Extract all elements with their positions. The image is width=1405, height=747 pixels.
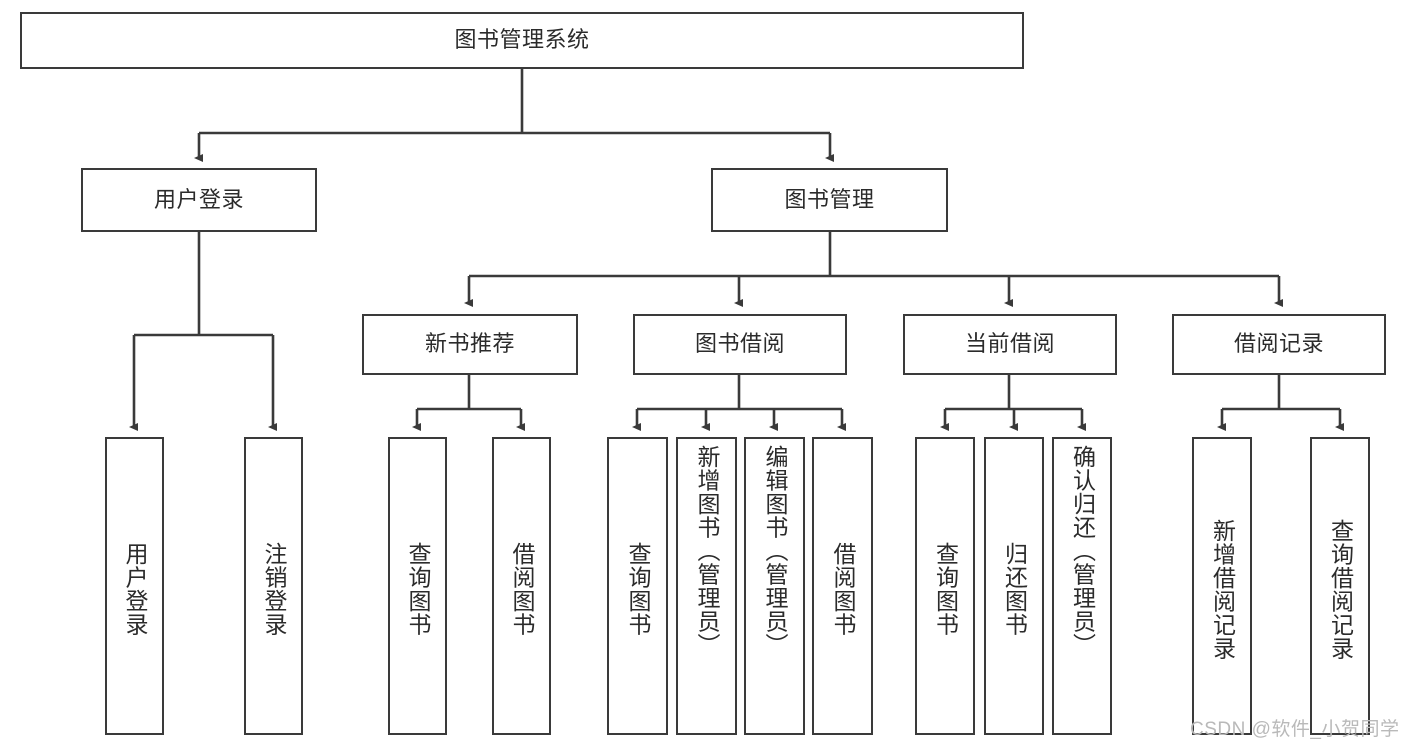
node-label: 新增借阅记录	[1209, 518, 1236, 660]
leaf-book-borrow-query-book[interactable]: 查询图书	[607, 437, 668, 735]
node-book-management[interactable]: 图书管理	[711, 168, 948, 232]
leaf-current-borrow-return-book[interactable]: 归还图书	[984, 437, 1044, 735]
node-label: 注销登录	[261, 542, 288, 636]
node-label: 图书管理系统	[454, 27, 590, 53]
node-label: 查询图书	[625, 542, 652, 636]
node-label: 查询图书	[405, 542, 432, 636]
node-label: 编辑图书（管理员）	[762, 445, 789, 657]
node-label: 借阅图书	[830, 542, 857, 636]
leaf-borrow-record-query-record[interactable]: 查询借阅记录	[1310, 437, 1370, 735]
node-current-borrow[interactable]: 当前借阅	[903, 314, 1117, 375]
node-borrow-record[interactable]: 借阅记录	[1172, 314, 1386, 375]
leaf-book-borrow-borrow-book[interactable]: 借阅图书	[812, 437, 873, 735]
leaf-book-borrow-edit-book-admin[interactable]: 编辑图书（管理员）	[744, 437, 805, 735]
node-label: 查询图书	[932, 542, 959, 636]
leaf-borrow-record-add-record[interactable]: 新增借阅记录	[1192, 437, 1252, 735]
node-root-book-management-system[interactable]: 图书管理系统	[20, 12, 1024, 69]
leaf-current-borrow-confirm-return-admin[interactable]: 确认归还（管理员）	[1052, 437, 1112, 735]
node-label: 借阅图书	[509, 542, 536, 636]
leaf-book-borrow-add-book-admin[interactable]: 新增图书（管理员）	[676, 437, 737, 735]
node-label: 当前借阅	[964, 331, 1055, 357]
leaf-new-book-query-book[interactable]: 查询图书	[388, 437, 447, 735]
node-label: 图书管理	[784, 186, 875, 212]
node-label: 图书借阅	[694, 331, 785, 357]
node-new-book-recommend[interactable]: 新书推荐	[362, 314, 578, 375]
leaf-user-login-logout[interactable]: 注销登录	[244, 437, 303, 735]
node-label: 新书推荐	[424, 331, 515, 357]
node-label: 借阅记录	[1233, 331, 1324, 357]
node-label: 确认归还（管理员）	[1069, 445, 1096, 657]
node-label: 新增图书（管理员）	[694, 445, 721, 657]
node-book-borrow[interactable]: 图书借阅	[633, 314, 847, 375]
node-label: 归还图书	[1001, 542, 1028, 636]
leaf-user-login-login[interactable]: 用户登录	[105, 437, 164, 735]
node-label: 用户登录	[122, 542, 149, 636]
node-user-login[interactable]: 用户登录	[81, 168, 317, 232]
csdn-watermark: CSDN @软件_小贺同学	[1190, 719, 1400, 740]
leaf-new-book-borrow-book[interactable]: 借阅图书	[492, 437, 551, 735]
node-label: 用户登录	[153, 186, 244, 212]
node-label: 查询借阅记录	[1327, 518, 1354, 660]
leaf-current-borrow-query-book[interactable]: 查询图书	[915, 437, 975, 735]
